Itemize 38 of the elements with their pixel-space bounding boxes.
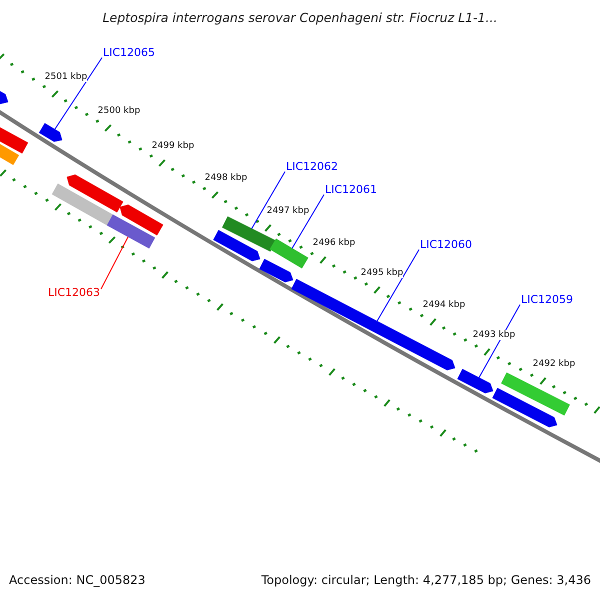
genome-summary-text: Topology: circular; Length: 4,277,185 bp; Genes: 3,436 xyxy=(261,574,591,588)
gene-feature xyxy=(492,388,558,428)
scale-label: 2499 kbp xyxy=(152,141,194,152)
gene-feature xyxy=(120,204,164,236)
gene-feature xyxy=(106,214,156,249)
gene-feature xyxy=(52,184,114,226)
leader-line xyxy=(251,171,286,230)
gene-feature xyxy=(259,258,294,282)
gene-feature xyxy=(213,230,260,262)
scale-label: 2493 kbp xyxy=(472,330,516,340)
scale-label: 2492 kbp xyxy=(532,359,576,370)
gene-label: LIC12062 xyxy=(286,161,338,174)
scale-label: 2501 kbp xyxy=(44,72,88,82)
leader-line xyxy=(292,194,324,249)
scale-label: 2495 kbp xyxy=(360,268,404,278)
gene-label: LIC12059 xyxy=(521,294,574,307)
leader-line xyxy=(54,57,102,130)
scale-label: 2497 kbp xyxy=(266,206,310,216)
gene-label: LIC12065 xyxy=(103,47,156,60)
scale-label: 2500 kbp xyxy=(98,106,140,116)
leader-line xyxy=(478,304,520,378)
scale-label: 2494 kbp xyxy=(422,300,466,310)
gene-feature xyxy=(501,372,570,416)
gene-feature xyxy=(457,368,494,394)
leader-line xyxy=(100,236,129,290)
gene-feature xyxy=(270,238,308,268)
gene-label: LIC12063 xyxy=(48,287,100,300)
gene-feature xyxy=(0,124,28,154)
gene-feature xyxy=(222,216,276,252)
gene-feature xyxy=(66,174,124,212)
accession-text: Accession: NC_005823 xyxy=(9,574,146,588)
gene-label: LIC12060 xyxy=(420,239,472,252)
scale-label: 2496 kbp xyxy=(312,238,356,248)
leader-line xyxy=(376,249,420,322)
gene-feature xyxy=(38,123,62,142)
gene-label: LIC12061 xyxy=(325,184,378,197)
title: Leptospira interrogans serovar Copenhageni str. Fiocruz L1-1... xyxy=(102,11,498,26)
scale-label: 2498 kbp xyxy=(204,173,248,184)
